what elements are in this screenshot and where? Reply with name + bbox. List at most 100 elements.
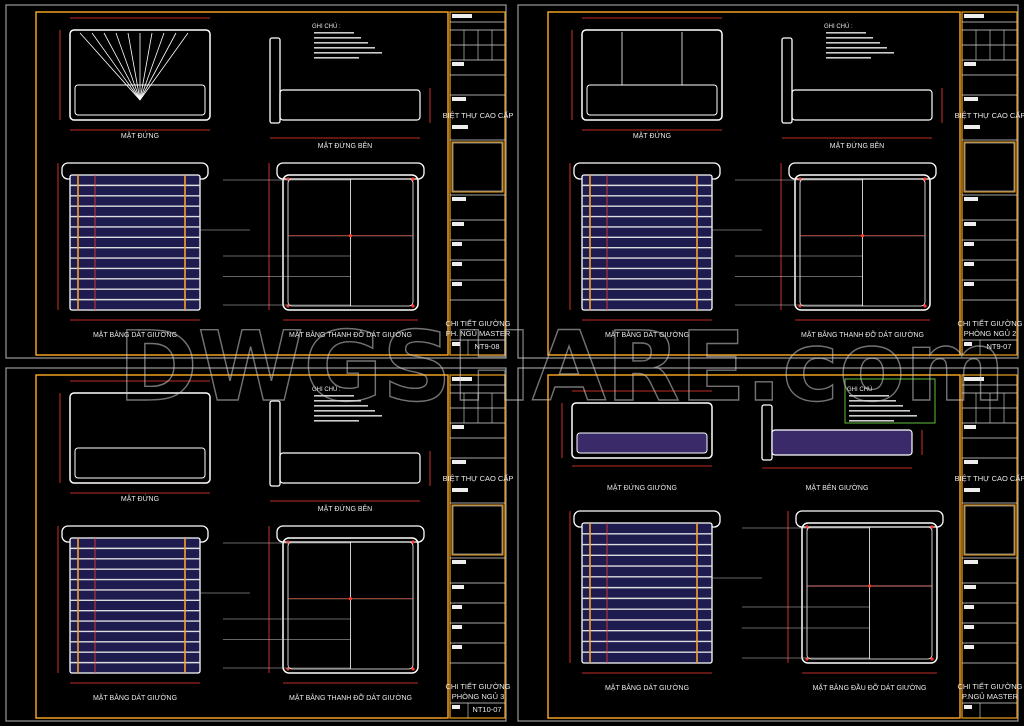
drawing-subtitle: PHÒNG NGỦ 2	[964, 329, 1017, 338]
note-line	[314, 52, 382, 54]
drawing-frame	[547, 374, 961, 719]
title-block-field	[964, 705, 972, 709]
front-elevation	[561, 390, 713, 467]
drawing-code: NT9-07	[986, 342, 1011, 351]
note-line	[314, 42, 368, 44]
note-line	[849, 420, 894, 422]
note-line	[849, 395, 889, 397]
title-block-field	[452, 242, 462, 246]
title-block-field	[964, 282, 974, 286]
title-block-field	[452, 97, 466, 101]
project-name: BIỆT THỰ CAO CẤP	[955, 110, 1024, 120]
plan-mattress-area	[581, 174, 713, 311]
drawing-subtitle: PH. NGỦ MASTER	[446, 329, 511, 338]
side-elevation	[761, 404, 923, 469]
title-block-field	[964, 14, 984, 18]
headboard-groove	[139, 32, 165, 101]
drawing-title: CHI TIẾT GIƯỜNG	[957, 681, 1022, 691]
headboard-groove	[139, 32, 153, 101]
notes-heading: GHI CHÚ	[847, 386, 872, 393]
title-block-field	[452, 460, 466, 464]
note-line	[314, 410, 375, 412]
title-block-field	[964, 97, 978, 101]
notes-box	[844, 378, 936, 424]
note-line	[826, 57, 871, 59]
title-block-frame	[961, 11, 1018, 356]
view-label-side: MẶT ĐỨNG BÊN	[318, 141, 372, 150]
note-line	[826, 47, 887, 49]
plan-slats	[569, 162, 762, 321]
title-block-field	[452, 197, 466, 201]
project-name: BIỆT THỰ CAO CẤP	[443, 110, 514, 120]
note-line	[849, 405, 903, 407]
note-line	[849, 400, 896, 402]
note-line	[314, 32, 354, 34]
support-point	[411, 667, 415, 671]
plan-slats	[57, 525, 250, 684]
support-point	[860, 234, 865, 238]
note-line	[314, 47, 375, 49]
title-block-field	[452, 262, 462, 266]
note-line	[314, 395, 354, 397]
sheet-border	[5, 367, 507, 722]
support-point	[411, 177, 415, 181]
title-block-field	[452, 488, 468, 492]
side-bed-base	[791, 89, 933, 121]
logo-box	[963, 141, 1016, 193]
support-point	[348, 234, 353, 238]
view-label-plan-frame: MẶT BẰNG ĐẦU ĐỠ DÁT GIƯỜNG	[813, 682, 927, 692]
note-line	[314, 415, 382, 417]
note-line	[314, 37, 361, 39]
title-block-field	[452, 14, 472, 18]
project-name: BIỆT THỰ CAO CẤP	[443, 473, 514, 483]
view-label-plan-frame: MẶT BẰNG THANH ĐỠ DÁT GIƯỜNG	[801, 330, 924, 339]
sheet-border	[517, 4, 1019, 359]
logo-box	[451, 141, 504, 193]
side-bed-base	[279, 89, 421, 121]
support-point	[923, 177, 927, 181]
plan-frame	[223, 162, 425, 321]
view-label-plan-frame: MẶT BẰNG THANH ĐỠ DÁT GIƯỜNG	[289, 330, 412, 339]
title-block-field	[452, 342, 460, 346]
watermark: DWGSHARE.com	[118, 311, 1005, 423]
logo-box-inner	[964, 142, 1015, 192]
drawing-frame	[35, 11, 449, 356]
notes-heading: GHI CHÚ :	[824, 23, 853, 30]
title-block-field	[452, 560, 466, 564]
title-block-field	[964, 560, 978, 564]
drawing-subtitle: PHÒNG NGỦ 3	[452, 692, 505, 701]
title-block-field	[452, 377, 472, 381]
side-bed-base	[771, 429, 913, 456]
mattress-outline	[74, 447, 206, 479]
note-line	[826, 52, 894, 54]
support-point	[411, 540, 415, 544]
title-block-field	[452, 425, 464, 429]
title-block-field	[964, 242, 974, 246]
plan-frame	[742, 510, 944, 674]
frame-outline	[794, 174, 931, 311]
drawing-code: NT9-08	[474, 342, 499, 351]
title-block-field	[964, 645, 974, 649]
drawing-title: CHI TIẾT GIƯỜNG	[445, 318, 510, 328]
title-block-field	[964, 342, 972, 346]
view-label-plan-slats: MẶT BẰNG DÁT GIƯỜNG	[605, 330, 689, 339]
note-line	[826, 32, 866, 34]
title-block-field	[452, 125, 468, 129]
title-block-field	[964, 377, 984, 381]
frame-outline	[801, 522, 938, 664]
view-label-front: MẶT ĐỨNG	[121, 494, 159, 503]
headboard-outline	[69, 392, 211, 484]
support-point	[923, 304, 927, 308]
support-point	[348, 597, 353, 601]
plan-mattress-area	[69, 537, 201, 674]
drawing-code: NT10-07	[472, 705, 501, 714]
note-line	[314, 405, 368, 407]
view-label-front: MẶT ĐỨNG GIƯỜNG	[607, 483, 677, 492]
note-line	[849, 415, 917, 417]
title-block-field	[964, 62, 976, 66]
project-name: BIỆT THỰ CAO CẤP	[955, 473, 1024, 483]
headboard-groove	[91, 32, 141, 101]
